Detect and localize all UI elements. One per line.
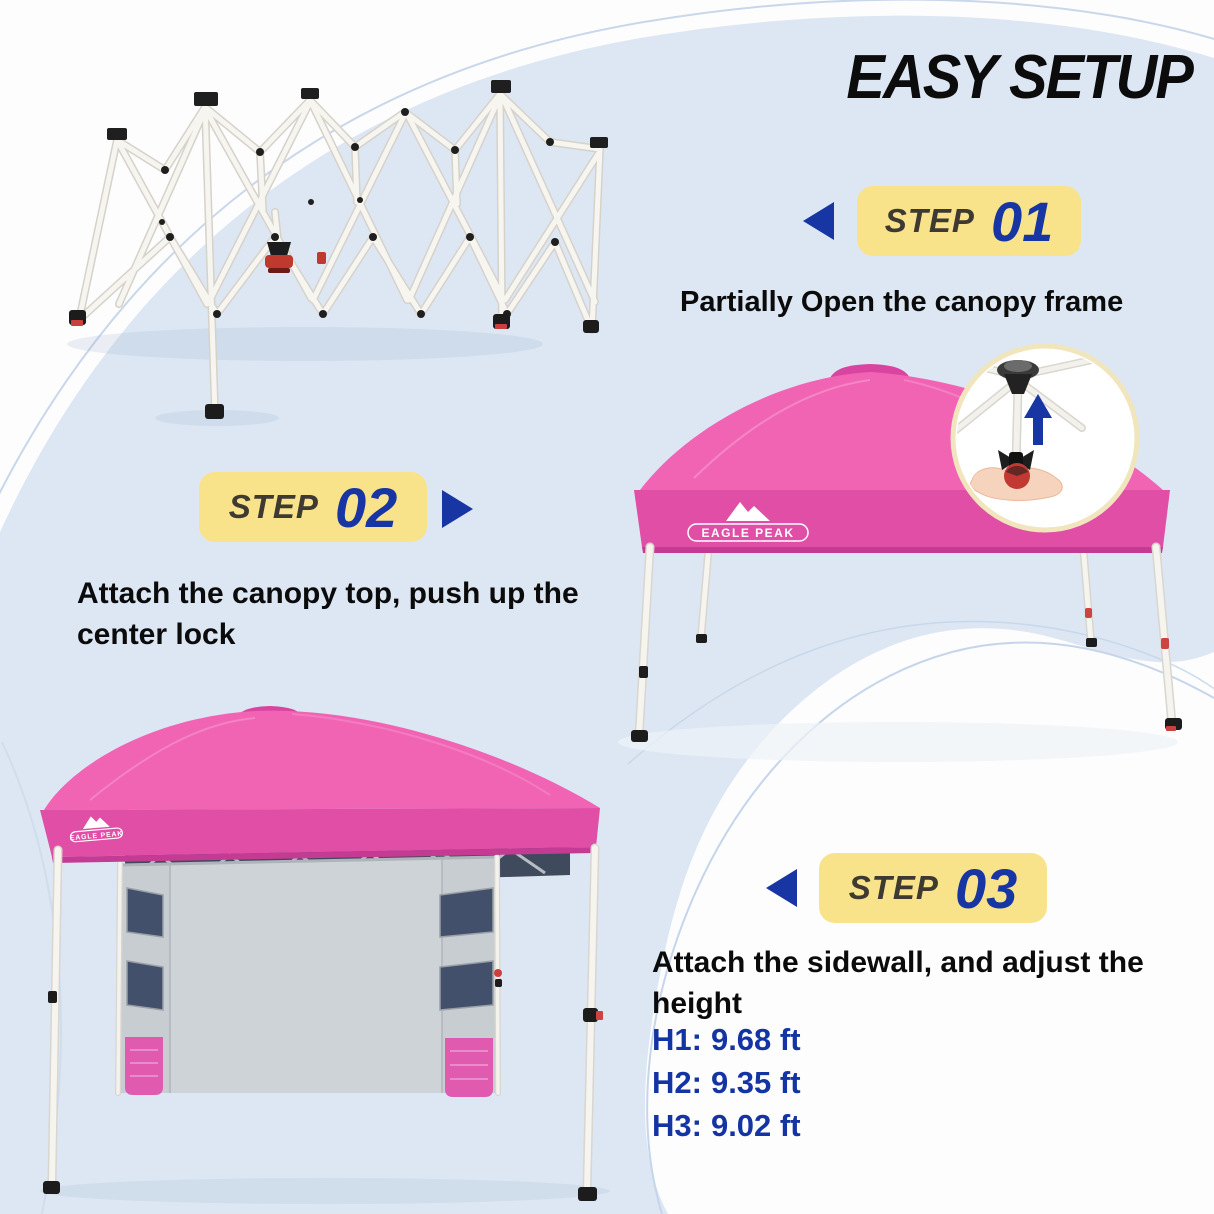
- brand-logo-text: EAGLE PEAK: [701, 526, 794, 540]
- height-options: H1:9.68 ft H2:9.35 ft H3:9.02 ft: [652, 1022, 801, 1151]
- step2-number: 02: [334, 475, 398, 539]
- frame-feet: [69, 310, 599, 419]
- height-h3-value: 9.02 ft: [710, 1108, 801, 1143]
- step1-number: 01: [990, 189, 1054, 253]
- brand-logo: EAGLE PEAK: [70, 816, 124, 843]
- sidewall-ground-shadow: [40, 1178, 610, 1204]
- pink-pockets: [125, 1037, 493, 1097]
- canopy-top: [40, 706, 600, 863]
- step1-badge: STEP 01: [857, 186, 1081, 256]
- sidewall: [118, 857, 502, 1097]
- step2-badge: STEP 02: [199, 472, 427, 542]
- height-h2-label: H2:: [652, 1065, 702, 1100]
- folded-frame-image: [67, 80, 608, 426]
- frame-joints: [107, 80, 608, 318]
- height-h1: H1:9.68 ft: [652, 1022, 801, 1058]
- height-h3: H3:9.02 ft: [652, 1108, 801, 1144]
- frame-center-lock-hub: [265, 242, 326, 273]
- step3-label: STEP: [848, 869, 939, 906]
- step2-right-arrow-icon: [442, 490, 473, 528]
- canopy-ground-shadow: [618, 722, 1178, 762]
- height-h2-value: 9.35 ft: [710, 1065, 801, 1100]
- step3-description: Attach the sidewall, and adjust the heig…: [652, 946, 1144, 1020]
- frame-shadow: [67, 327, 543, 361]
- step1-left-arrow-icon: [803, 202, 834, 240]
- height-h1-value: 9.68 ft: [710, 1022, 801, 1057]
- center-lock-inset: [950, 343, 1140, 533]
- brand-logo: EAGLE PEAK: [687, 502, 809, 542]
- step1-label: STEP: [884, 202, 975, 239]
- step3-left-arrow-icon: [766, 869, 797, 907]
- brand-logo-text: EAGLE PEAK: [70, 831, 124, 843]
- height-h1-label: H1:: [652, 1022, 702, 1057]
- step1-description: Partially Open the canopy frame: [680, 286, 1124, 318]
- open-canopy-image: EAGLE PEAK: [631, 343, 1182, 742]
- mesh-windows: [126, 887, 494, 1011]
- canopy-leg-fittings: [43, 991, 603, 1201]
- step3-badge: STEP 03: [819, 853, 1047, 923]
- step2-description: Attach the canopy top, push up the cente…: [77, 577, 579, 651]
- step3-number: 03: [954, 856, 1018, 920]
- sidewall-canopy-image: EAGLE PEAK: [40, 706, 610, 1204]
- page-title: EASY SETUP: [846, 43, 1194, 112]
- step2-label: STEP: [228, 488, 319, 525]
- canopy-leg-fittings: [631, 638, 1182, 742]
- height-h2: H2:9.35 ft: [652, 1065, 801, 1101]
- lower-lock-hub: [998, 450, 1034, 489]
- height-h3-label: H3:: [652, 1108, 702, 1143]
- up-arrow-icon: [1024, 394, 1052, 445]
- top-arc-line: [0, 0, 1214, 495]
